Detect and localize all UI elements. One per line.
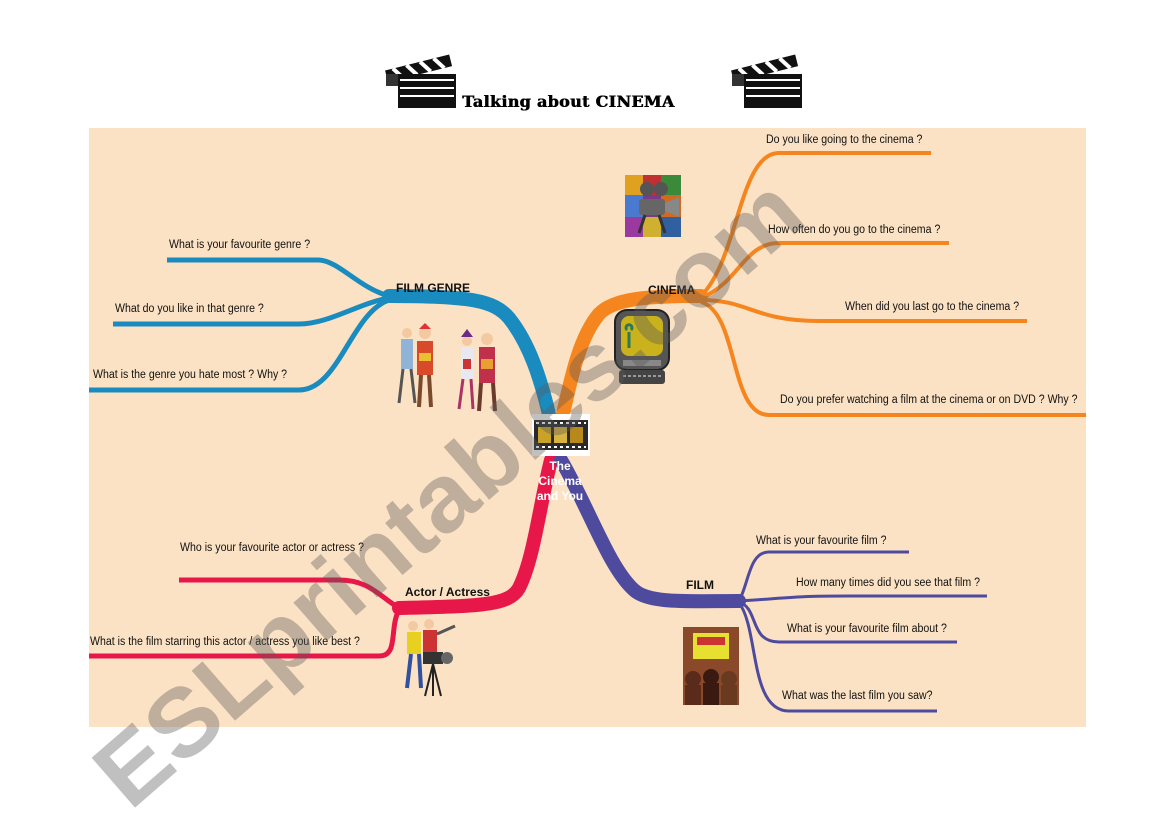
film-sub-2 [738,594,987,603]
genre-main-branch [382,289,558,430]
film-sub-1 [737,550,909,602]
cinema-question: Do you like going to the cinema ? [766,134,923,146]
genre-sub-3 [89,297,390,393]
film-label: FILM [686,578,714,592]
page-title: Talking about CINEMA [462,92,675,111]
camera-crew-clipart [405,619,456,697]
film-question: What is your favourite film about ? [787,623,947,635]
actor-main-branch [392,453,558,615]
center-topic-line: Cinema [538,474,582,488]
film-strip-icon [532,414,590,456]
television-clipart [614,309,670,384]
genre-sub-2 [113,295,390,327]
cinema-sub-3 [700,298,1027,323]
clapperboard-icon-right [731,54,802,108]
genre-question: What do you like in that genre ? [115,303,264,315]
film-sub-4 [737,602,937,713]
cinema-question: Do you prefer watching a film at the cin… [780,394,1078,406]
genre-label: FILM GENRE [396,281,470,295]
cinema-sub-1 [699,151,931,298]
cinema-label: CINEMA [648,283,696,297]
costumed-people-clipart [397,323,497,412]
clapperboard-icon-left [385,54,456,108]
title-area: Talking about CINEMA [0,0,1169,125]
genre-question: What is the genre you hate most ? Why ? [93,369,288,381]
film-question: What is your favourite film ? [756,535,887,547]
film-question: How many times did you see that film ? [796,577,981,589]
actor-sub-1 [179,577,401,611]
cinema-sub-2 [700,241,949,300]
film-sub-3 [738,600,957,644]
genre-sub-1 [167,257,390,299]
projector-clipart [625,175,681,237]
film-main-branch [554,453,746,609]
cinema-sub-4 [700,300,1086,417]
cinema-question: When did you last go to the cinema ? [845,301,1020,313]
cinema-main-branch [554,289,708,430]
center-topic-line: The [549,459,571,473]
genre-question: What is your favourite genre ? [169,239,311,251]
cinema-audience-clipart [683,627,739,705]
actor-sub-2 [89,608,402,659]
branch-lines [89,151,1086,713]
actor-question: Who is your favourite actor or actress ? [180,542,365,554]
cinema-question: How often do you go to the cinema ? [768,224,941,236]
film-question: What was the last film you saw? [782,690,933,702]
actor-question: What is the film starring this actor / a… [90,636,360,648]
actor-label: Actor / Actress [405,585,490,599]
center-topic-line: and You [536,489,584,503]
